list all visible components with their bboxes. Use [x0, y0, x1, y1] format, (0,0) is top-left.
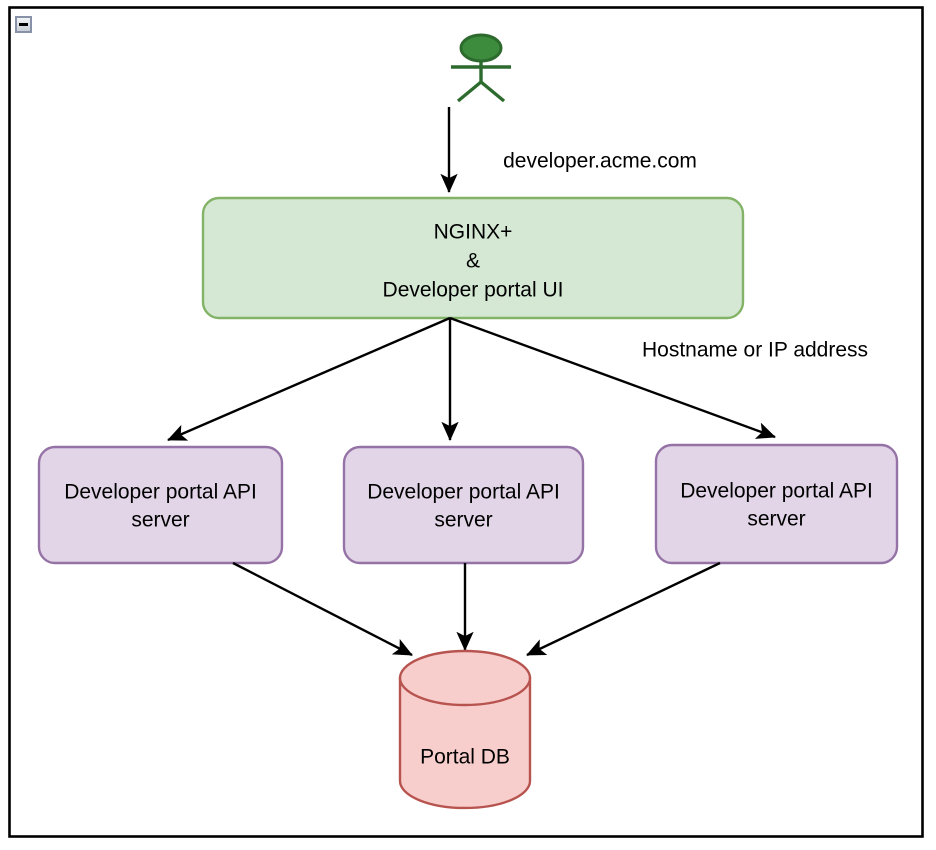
db-cylinder-top[interactable] [398, 649, 532, 707]
db-cylinder-body[interactable] [398, 676, 532, 810]
edge-api-1-to-db [232, 561, 413, 657]
api-server-3-label-line-2: server [747, 508, 805, 531]
api-server-3-label-line-1: Developer portal API [680, 480, 873, 503]
nginx-node-label-line-3: Developer portal UI [383, 279, 564, 302]
actor-leg-left [456, 80, 483, 103]
developer-portal-api-server-node-1[interactable]: Developer portal API server [37, 445, 284, 565]
actor-leg-right [479, 80, 506, 103]
nginx-developer-portal-ui-node[interactable]: NGINX+ & Developer portal UI [201, 196, 745, 320]
nginx-node-label-line-1: NGINX+ [434, 221, 513, 244]
api-server-1-label-line-1: Developer portal API [64, 481, 257, 504]
nginx-node-label-line-2: & [466, 250, 480, 273]
edge-label-hostname-or-ip-address: Hostname or IP address [642, 339, 868, 362]
edge-api-3-to-db [526, 561, 721, 657]
portal-db-node[interactable]: Portal DB [398, 649, 532, 810]
api-server-2-shape[interactable] [342, 445, 585, 565]
portal-db-label: Portal DB [420, 746, 510, 769]
collapse-toggle-button[interactable] [15, 16, 32, 33]
api-server-1-shape[interactable] [37, 445, 284, 565]
edge-label-developer-acme-com: developer.acme.com [503, 150, 697, 173]
actor-head-icon [459, 33, 503, 63]
api-server-3-shape[interactable] [654, 443, 899, 565]
edge-nginx-to-api-1 [167, 316, 451, 442]
nginx-node-shape[interactable] [201, 196, 745, 320]
api-server-2-label-line-1: Developer portal API [367, 481, 560, 504]
api-server-2-label-line-2: server [434, 509, 492, 532]
minus-icon [19, 23, 28, 26]
api-server-1-label-line-2: server [131, 509, 189, 532]
edge-nginx-to-api-3 [449, 316, 776, 439]
developer-portal-api-server-node-2[interactable]: Developer portal API server [342, 445, 585, 565]
developer-portal-api-server-node-3[interactable]: Developer portal API server [654, 443, 899, 565]
diagram-frame [8, 6, 924, 838]
user-actor [451, 33, 511, 103]
